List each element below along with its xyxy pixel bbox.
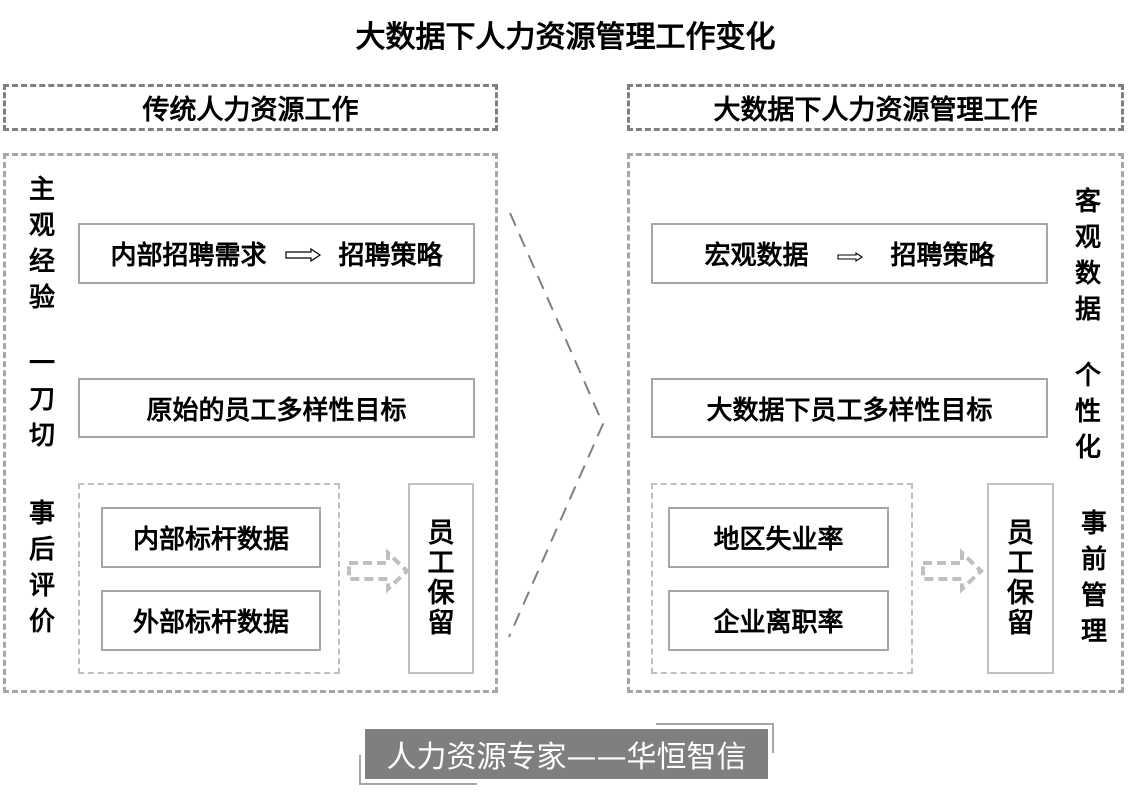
left-data-box-internal: 内部标杆数据 [101,507,321,568]
char: 事 [1080,509,1107,539]
left-panel [3,153,498,693]
char: 事 [28,499,55,529]
char: 化 [1074,433,1101,463]
char: 个 [1074,361,1101,391]
char: 一 [28,349,55,379]
char: 工 [427,547,455,579]
char: 切 [28,421,55,451]
right-data-box-unemployment: 地区失业率 [668,507,889,568]
footer-deco-line [656,723,774,725]
char: 工 [1007,547,1034,579]
left-data-group [78,483,340,674]
char: 员 [427,517,455,549]
right-panel [627,153,1124,693]
left-data-box-external: 外部标杆数据 [101,590,321,651]
char: 刀 [28,385,55,415]
char: 价 [28,607,55,637]
char: 据 [1074,295,1101,325]
right-data-box-turnover: 企业离职率 [668,590,889,651]
left-recruit-box: 内部招聘需求 招聘策略 [78,223,475,284]
right-label-personalized: 个 性 化 [1070,358,1106,466]
right-header: 大数据下人力资源管理工作 [627,84,1124,131]
char: 保 [1007,577,1034,609]
footer-deco-line [772,723,774,753]
char: 经 [28,247,55,277]
footer-deco-line [359,755,361,785]
recruit-target: 招聘策略 [890,241,995,271]
right-data-group [651,483,913,674]
left-retention-box: 员 工 保 留 [408,483,474,674]
diagram-title: 大数据下人力资源管理工作变化 [355,20,776,55]
recruit-source: 宏观数据 [704,241,809,271]
recruit-target: 招聘策略 [338,241,443,271]
footer-deco-line [359,783,477,785]
char: 性 [1074,397,1101,427]
right-retention-box: 员 工 保 留 [987,483,1054,674]
char: 员 [1007,517,1034,549]
char: 前 [1080,545,1107,575]
char: 评 [28,571,55,601]
right-diversity-box: 大数据下员工多样性目标 [651,378,1048,438]
recruit-source: 内部招聘需求 [110,241,267,271]
right-label-pre-management: 事 前 管 理 [1076,506,1112,650]
footer-brand: 人力资源专家——华恒智信 [365,729,768,779]
right-arrow-icon [836,239,863,269]
dashed-arrow-icon [920,548,984,594]
char: 观 [1074,223,1101,253]
right-arrow-icon [284,239,321,269]
char: 观 [28,211,55,241]
left-diversity-box: 原始的员工多样性目标 [78,378,475,438]
right-label-objective: 客 观 数 据 [1070,184,1106,328]
left-label-subjective: 主 观 经 验 [24,172,60,316]
left-header: 传统人力资源工作 [3,84,498,131]
left-label-post-eval: 事 后 评 价 [24,496,60,640]
char: 客 [1074,187,1101,217]
char: 留 [427,607,455,639]
char: 验 [28,283,55,313]
char: 管 [1080,581,1107,611]
char: 保 [427,577,455,609]
char: 数 [1074,259,1101,289]
right-recruit-box: 宏观数据 招聘策略 [651,223,1048,284]
char: 留 [1007,607,1034,639]
char: 后 [28,535,55,565]
char: 理 [1080,617,1107,647]
char: 主 [28,175,55,205]
left-label-one-size: 一 刀 切 [24,346,60,454]
dashed-arrow-icon [346,548,410,594]
